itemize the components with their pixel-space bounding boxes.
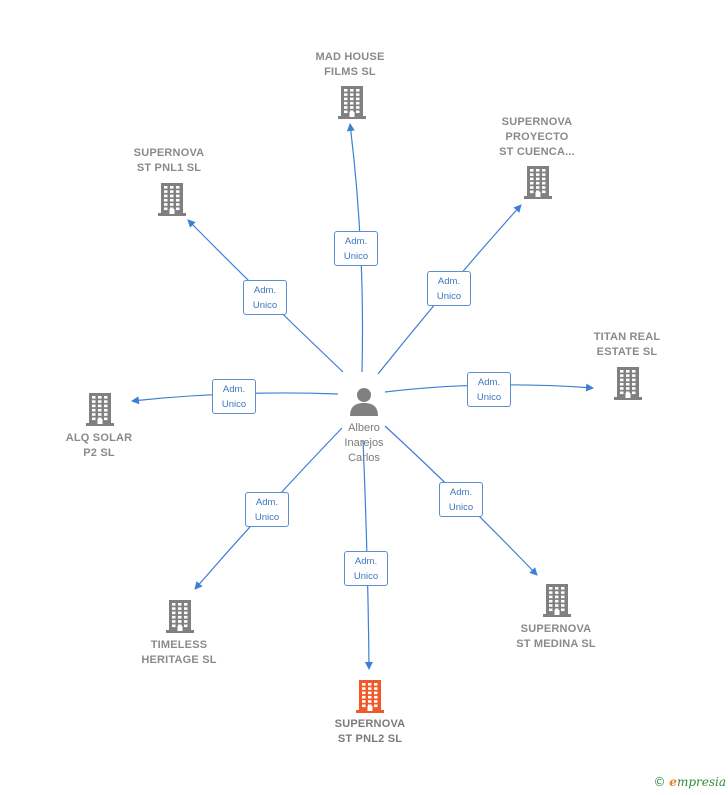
building-icon-alq-solar-p2[interactable] — [85, 392, 115, 426]
relation-label-titan-real-estate: Adm. Unico — [467, 372, 511, 407]
copyright-icon: © — [653, 775, 666, 789]
brand-initial: e — [669, 775, 677, 789]
building-icon-titan-real-estate[interactable] — [613, 366, 643, 400]
company-name-supernova-st-pnl2[interactable]: SUPERNOVA ST PNL2 SL — [334, 718, 406, 745]
relation-label-supernova-st-medina: Adm. Unico — [439, 482, 483, 517]
company-name-mad-house-films[interactable]: MAD HOUSE FILMS SL — [315, 51, 385, 78]
company-name-timeless-heritage[interactable]: TIMELESS HERITAGE SL — [141, 639, 217, 666]
relation-label-mad-house-films: Adm. Unico — [334, 231, 378, 266]
building-icon-supernova-st-pnl1[interactable] — [157, 182, 187, 216]
relation-label-supernova-st-pnl2: Adm. Unico — [344, 551, 388, 586]
company-name-supernova-st-pnl1[interactable]: SUPERNOVA ST PNL1 SL — [133, 147, 205, 174]
relation-label-supernova-proyecto: Adm. Unico — [427, 271, 471, 306]
building-icon-supernova-st-medina[interactable] — [542, 583, 572, 617]
company-name-supernova-st-medina[interactable]: SUPERNOVA ST MEDINA SL — [516, 623, 596, 650]
building-icon-supernova-proyecto[interactable] — [523, 165, 553, 199]
relation-label-alq-solar-p2: Adm. Unico — [212, 379, 256, 414]
building-icon-supernova-st-pnl2[interactable] — [355, 679, 385, 713]
company-name-alq-solar-p2[interactable]: ALQ SOLAR P2 SL — [65, 432, 133, 459]
company-name-titan-real-estate[interactable]: TITAN REAL ESTATE SL — [593, 331, 661, 358]
building-icon-mad-house-films[interactable] — [337, 85, 367, 119]
relation-label-supernova-st-pnl1: Adm. Unico — [243, 280, 287, 315]
person-icon[interactable] — [347, 384, 381, 418]
relation-label-timeless-heritage: Adm. Unico — [245, 492, 289, 527]
person-name[interactable]: Albero Inarejos Carlos — [344, 422, 384, 464]
brand-name: mpresia — [676, 775, 726, 789]
footer-brand: © empresia — [653, 775, 726, 789]
building-icon-timeless-heritage[interactable] — [165, 599, 195, 633]
company-name-supernova-proyecto[interactable]: SUPERNOVA PROYECTO ST CUENCA... — [499, 116, 575, 158]
